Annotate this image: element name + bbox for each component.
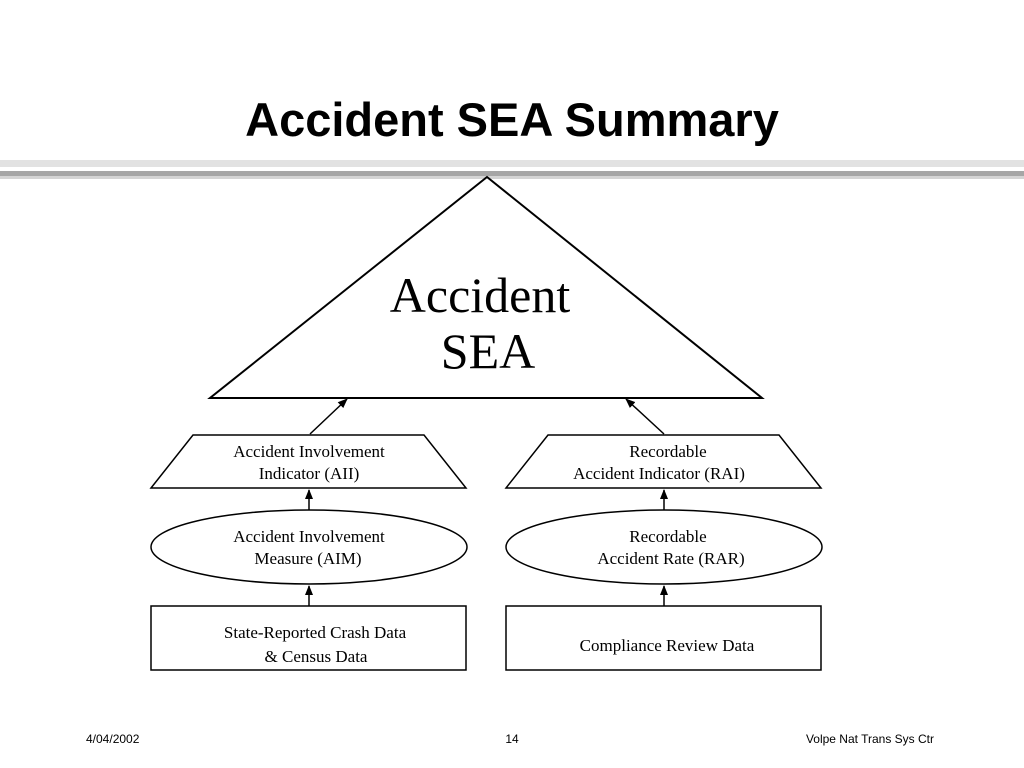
apex-label-line2: SEA	[441, 323, 535, 379]
footer-organization: Volpe Nat Trans Sys Ctr	[805, 732, 934, 746]
right-indicator-shape	[504, 434, 823, 489]
right-indicator-line1: Recordable	[629, 442, 706, 461]
left-data-box	[150, 605, 467, 671]
left-indicator-line2: Indicator (AII)	[259, 464, 360, 483]
left-measure-line2: Measure (AIM)	[254, 549, 361, 568]
right-data-line1: Compliance Review Data	[580, 636, 755, 655]
right-to-apex-arrow	[625, 398, 665, 435]
right-measure-line1: Recordable	[629, 527, 706, 546]
title-rule-dark	[0, 171, 1024, 176]
left-measure-shape	[150, 509, 468, 585]
left-measure-line1: Accident Involvement	[233, 527, 385, 546]
sea-triangle	[207, 175, 765, 399]
title-rule-light	[0, 176, 1024, 179]
left-indicator-shape	[149, 434, 468, 489]
left-indicator-line1: Accident Involvement	[233, 442, 385, 461]
apex-label-line1: Accident	[390, 267, 571, 323]
right-indicator-line2: Accident Indicator (RAI)	[573, 464, 745, 483]
right-data-box	[505, 605, 822, 671]
title-rule-gap	[0, 167, 1024, 170]
right-measure-shape	[505, 509, 823, 585]
title-rule	[0, 160, 1024, 167]
left-data-line2: & Census Data	[265, 647, 368, 666]
slide-title: Accident SEA Summary	[245, 93, 779, 146]
left-to-apex-arrow	[309, 398, 348, 435]
footer-page-number: 14	[505, 732, 519, 746]
footer-date: 4/04/2002	[86, 732, 140, 746]
left-data-line1: State-Reported Crash Data	[224, 623, 407, 642]
right-measure-line2: Accident Rate (RAR)	[597, 549, 744, 568]
